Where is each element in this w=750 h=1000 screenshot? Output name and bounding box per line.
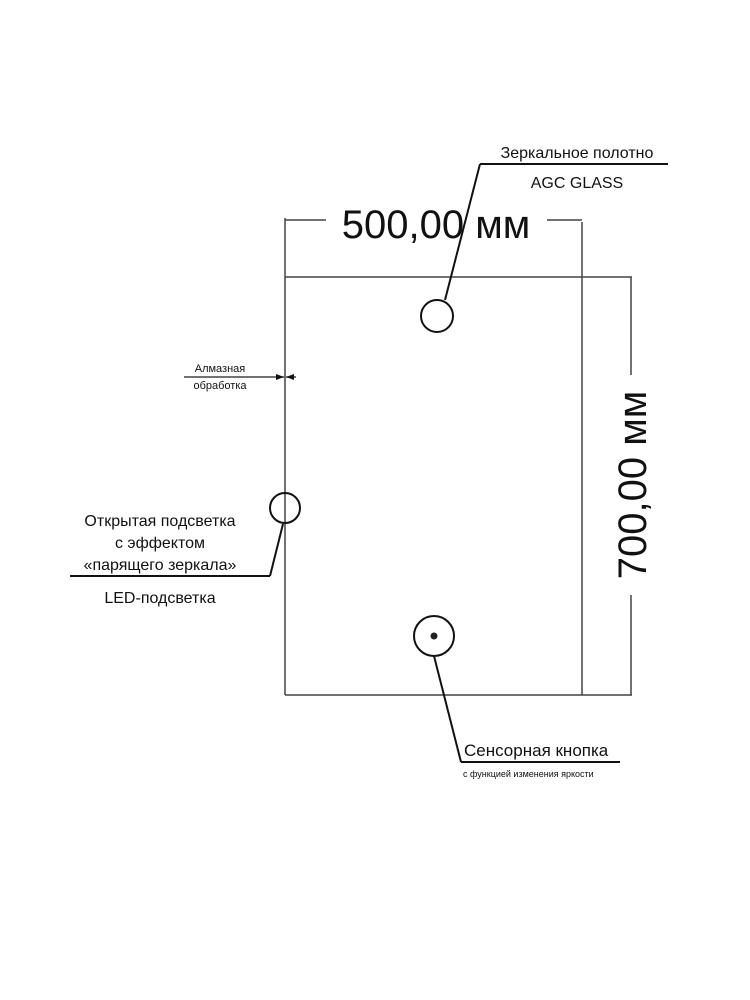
- edge-arrow-right-icon: [286, 374, 294, 380]
- mirror-callout-title: Зеркальное полотно: [501, 145, 654, 162]
- backlight-callout-line2: с эффектом: [115, 535, 205, 552]
- edge-callout-line2: обработка: [193, 380, 247, 392]
- sensor-button-dot-icon: [430, 632, 438, 640]
- backlight-callout-leader: [269, 523, 284, 577]
- mirror-marker-circle: [420, 299, 454, 333]
- sensor-callout-subtitle: с функцией изменения яркости: [463, 769, 594, 779]
- edge-callout-line1: Алмазная: [195, 363, 246, 375]
- width-dimension-label: 500,00 мм: [342, 203, 530, 247]
- mirror-callout-subtitle: AGC GLASS: [531, 175, 623, 192]
- height-dimension-label: 700,00 мм: [611, 391, 655, 579]
- backlight-callout-subtitle: LED-подсветка: [104, 590, 215, 607]
- backlight-callout-line1: Открытая подсветка: [84, 513, 235, 530]
- backlight-marker-circle: [269, 492, 301, 524]
- sensor-callout-title: Сенсорная кнопка: [464, 741, 609, 760]
- edge-arrow-icon: [276, 374, 284, 380]
- sensor-callout-leader: [433, 655, 462, 763]
- mirror-callout-leader: [444, 163, 481, 301]
- backlight-callout-line3: «парящего зеркала»: [84, 557, 237, 574]
